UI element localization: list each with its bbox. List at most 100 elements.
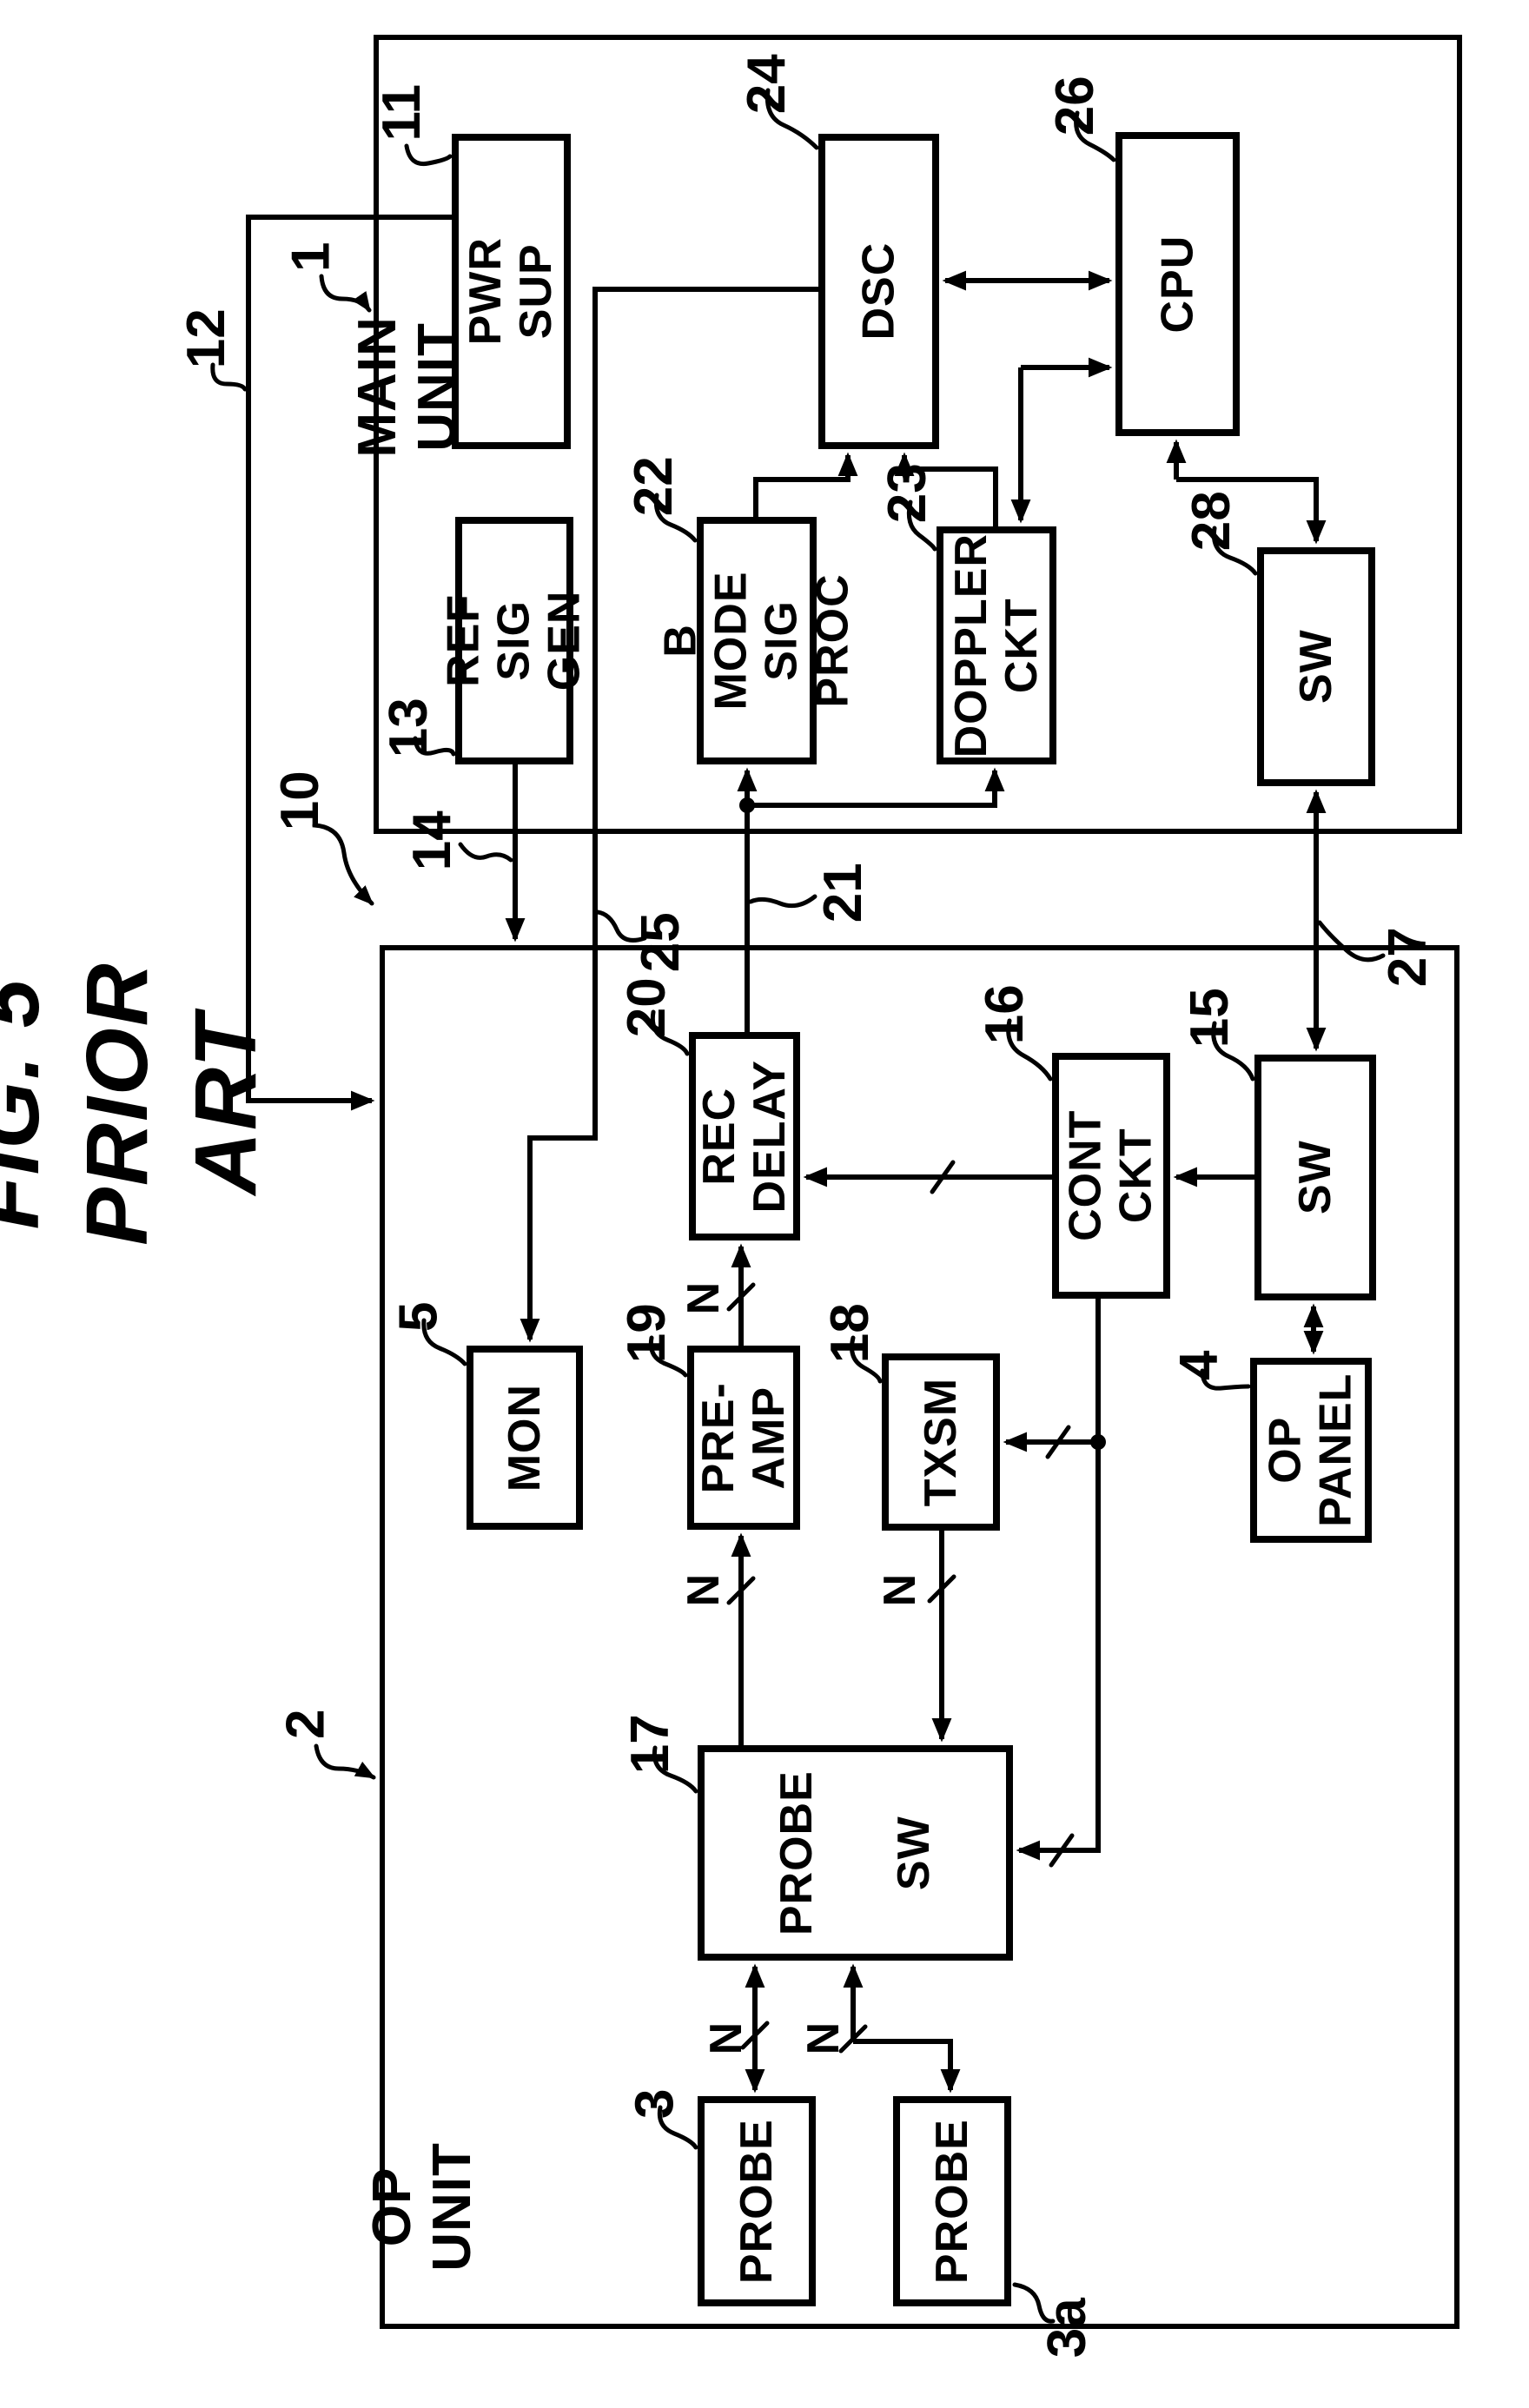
bus-slash <box>726 1282 756 1312</box>
box-pre-amp-label: PRE-AMP <box>692 1381 794 1494</box>
main-unit-label: MAIN UNIT <box>348 200 467 573</box>
ref-num-17: 17 <box>619 1714 680 1775</box>
box-cont-ckt: CONT CKT <box>1052 1053 1170 1299</box>
bus-slash <box>726 1576 756 1605</box>
leader-12 <box>210 362 248 392</box>
box-sw-main: SW <box>1257 547 1375 786</box>
box-rec-delay: REC DELAY <box>689 1032 800 1240</box>
signal-lines <box>246 215 1327 2094</box>
leader-24 <box>764 88 819 150</box>
main-unit-outline <box>374 35 1462 834</box>
bus-n-label: N <box>678 1572 729 1607</box>
bus-n-label: N <box>874 1572 925 1607</box>
leader-16 <box>1006 1018 1053 1082</box>
box-ref-sig-gen-label: REF SIG GEN <box>438 590 591 691</box>
figure-title: FIG. 5 PRIOR ART <box>0 782 275 1425</box>
leader-2 <box>314 1743 376 1780</box>
figure-title-text: FIG. 5 PRIOR ART <box>0 961 275 1246</box>
leader-18 <box>850 1335 883 1384</box>
wire-cpu-to-sw28 <box>1176 477 1327 545</box>
op-unit-label: OP UNIT <box>362 2024 482 2389</box>
box-b-mode-sig-proc: B MODE SIG PROC <box>656 517 857 764</box>
box-mon-label: MON <box>499 1383 550 1492</box>
box-dsc: DSC <box>818 134 939 449</box>
wire-bmode-to-dsc <box>753 452 858 517</box>
bus-slash <box>838 2024 868 2054</box>
box-txsm-label: TXSM <box>915 1377 966 1507</box>
op-unit-outline <box>380 945 1460 2329</box>
ref-num-1: 1 <box>281 241 341 273</box>
wire-contckt-to-probesw <box>1016 1299 1101 1861</box>
leader-1 <box>319 274 372 313</box>
bus-n-label: N <box>798 2021 849 2055</box>
bus-n-label: N <box>678 1280 729 1315</box>
leader-13 <box>413 736 456 757</box>
box-pwr-sup-label: PWR SUP <box>460 237 562 346</box>
box-probe-1: PROBE <box>698 2096 816 2306</box>
junction-dot <box>739 797 755 813</box>
leader-10 <box>312 823 374 906</box>
leader-19 <box>648 1335 688 1378</box>
leader-14 <box>458 842 513 863</box>
box-pre-amp: PRE-AMP <box>687 1346 800 1530</box>
ref-num-24: 24 <box>736 54 797 115</box>
ref-num-22: 22 <box>623 456 684 517</box>
ref-num-27: 27 <box>1377 927 1438 988</box>
box-rec-delay-label: REC DELAY <box>693 1059 795 1214</box>
box-b-mode-label: B MODE SIG PROC <box>655 571 858 711</box>
ref-num-12: 12 <box>175 308 236 369</box>
box-dsc-label: DSC <box>853 242 904 341</box>
ref-num-10: 10 <box>269 771 330 831</box>
box-doppler-ckt: DOPPLER CKT <box>937 526 1056 764</box>
leader-5 <box>421 1318 467 1366</box>
bus-n-label: N <box>700 2021 751 2055</box>
bus-slash-ticks <box>726 1160 1075 2054</box>
ref-num-28: 28 <box>1181 491 1241 552</box>
box-cpu: CPU <box>1115 132 1240 436</box>
box-probe-2: PROBE <box>893 2096 1011 2306</box>
leader-21 <box>748 894 817 909</box>
box-probe-sw-label: PROBE SW <box>771 1770 939 1935</box>
box-probe-1-label: PROBE <box>731 2119 782 2284</box>
box-pwr-sup: PWR SUP <box>452 134 571 449</box>
leader-22 <box>653 493 698 543</box>
bus-slash <box>927 1574 956 1604</box>
leader-3 <box>657 2105 698 2150</box>
leader-23 <box>906 499 937 552</box>
ref-num-11: 11 <box>372 84 433 142</box>
box-probe-2-label: PROBE <box>926 2119 977 2284</box>
wire-branch-to-doppler <box>747 767 1005 808</box>
box-op-panel-label: OP PANEL <box>1260 1373 1362 1528</box>
leader-11 <box>404 143 453 167</box>
ref-num-2: 2 <box>275 1709 336 1740</box>
ref-num-18: 18 <box>819 1303 880 1364</box>
ref-num-3: 3 <box>625 2088 685 2120</box>
box-probe-sw: PROBE SW <box>698 1745 1013 1961</box>
box-cont-ckt-label: CONT CKT <box>1060 1109 1162 1242</box>
leader-3a <box>1012 2282 1056 2324</box>
box-sw-op: SW <box>1254 1055 1376 1300</box>
wire-probesw-to-probe2 <box>853 2039 961 2094</box>
ref-num-14: 14 <box>401 810 462 871</box>
ref-num-4: 4 <box>1168 1350 1229 1381</box>
leader-27 <box>1317 920 1386 963</box>
ref-num-13: 13 <box>378 698 439 758</box>
leader-15 <box>1211 1021 1255 1082</box>
ref-num-26: 26 <box>1044 76 1105 136</box>
box-op-panel: OP PANEL <box>1250 1358 1372 1543</box>
leader-20 <box>650 1009 690 1056</box>
ref-num-3a: 3a <box>1036 2298 1097 2358</box>
box-sw-main-label: SW <box>1290 629 1341 705</box>
junction-dot <box>1090 1434 1106 1450</box>
box-mon: MON <box>467 1346 583 1530</box>
leader-4 <box>1200 1368 1251 1391</box>
ref-num-20: 20 <box>616 977 677 1038</box>
box-doppler-label: DOPPLER CKT <box>945 533 1047 758</box>
leader-26 <box>1074 110 1116 162</box>
wire-dsc-to-mon <box>520 287 818 1343</box>
ref-num-23: 23 <box>877 463 937 524</box>
reference-leaders <box>210 88 1386 2324</box>
leader-25 <box>595 910 647 943</box>
ref-num-15: 15 <box>1179 988 1240 1049</box>
